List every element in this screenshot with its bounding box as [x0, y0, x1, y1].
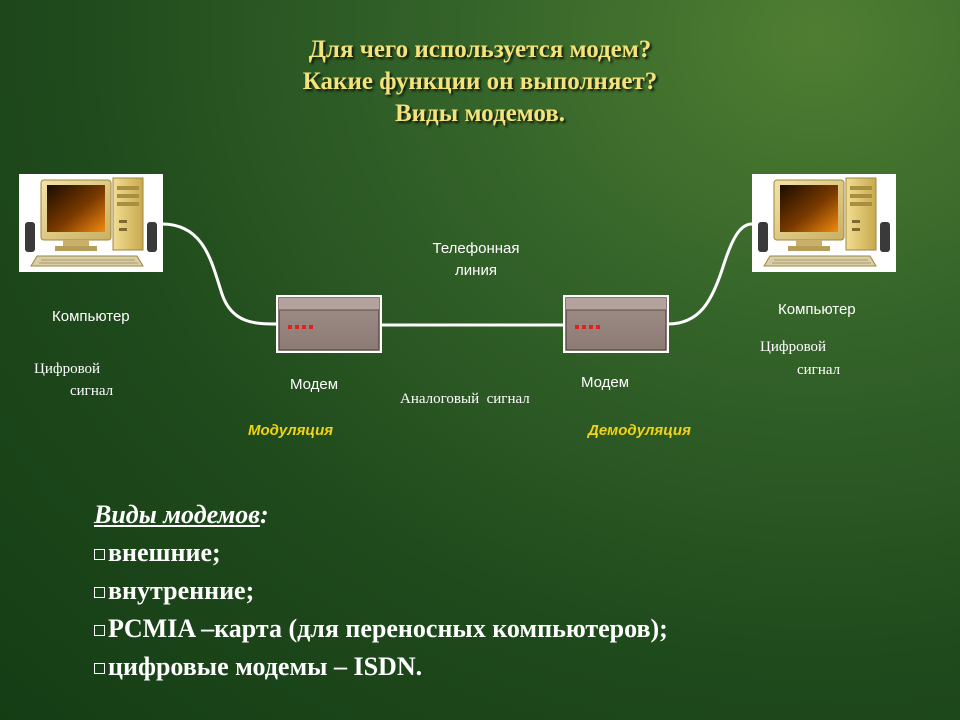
left-computer-label: Компьютер [52, 308, 130, 325]
right-signal-line-2: сигнал [797, 362, 841, 378]
modem-types-list: внешние; внутренние; PCMIA –карта (для п… [94, 534, 668, 686]
right-signal-line-1: Цифровой [760, 339, 827, 355]
list-item-text: внутренние; [108, 576, 255, 605]
modem-types-section: Виды модемов: внешние; внутренние; PCMIA… [94, 496, 668, 686]
right-computer-image [751, 173, 897, 273]
list-item: внешние; [94, 534, 668, 572]
title-line-1: Для чего используется модем? [308, 36, 652, 63]
left-modem-label: Модем [290, 376, 339, 393]
list-item-text: внешние; [108, 538, 221, 567]
right-computer-label: Компьютер [778, 301, 856, 318]
slide-title: Для чего используется модем? Какие функц… [200, 34, 760, 130]
modem-types-heading-colon: : [259, 500, 269, 529]
square-bullet-icon [94, 625, 105, 636]
phone-line-label-1: Телефонная [432, 240, 520, 257]
cable-left [161, 222, 279, 326]
right-modem-image [562, 294, 670, 354]
list-item-text: цифровые модемы – ISDN. [108, 652, 423, 681]
analog-signal-label: Аналоговый сигнал [400, 391, 530, 407]
modem-types-heading-text: Виды модемов [94, 500, 260, 529]
left-computer-image [18, 173, 164, 273]
left-signal-line-2: сигнал [70, 383, 114, 399]
square-bullet-icon [94, 663, 105, 674]
modem-connection-diagram [18, 173, 897, 354]
left-modem-image [275, 294, 383, 354]
modulation-label: Модуляция [248, 422, 334, 439]
square-bullet-icon [94, 549, 105, 560]
list-item: внутренние; [94, 572, 668, 610]
square-bullet-icon [94, 587, 105, 598]
phone-line-label-2: линия [455, 262, 497, 279]
list-item: PCMIA –карта (для переносных компьютеров… [94, 610, 668, 648]
modem-types-heading: Виды модемов: [94, 496, 668, 534]
list-item-text: PCMIA –карта (для переносных компьютеров… [108, 614, 668, 643]
demodulation-label: Демодуляция [588, 422, 691, 439]
right-modem-label: Модем [581, 374, 630, 391]
cable-right [667, 222, 753, 326]
list-item: цифровые модемы – ISDN. [94, 648, 668, 686]
left-signal-line-1: Цифровой [34, 361, 101, 377]
title-line-2: Какие функции он выполняет? [302, 68, 658, 95]
title-line-3: Виды модемов. [394, 100, 566, 127]
